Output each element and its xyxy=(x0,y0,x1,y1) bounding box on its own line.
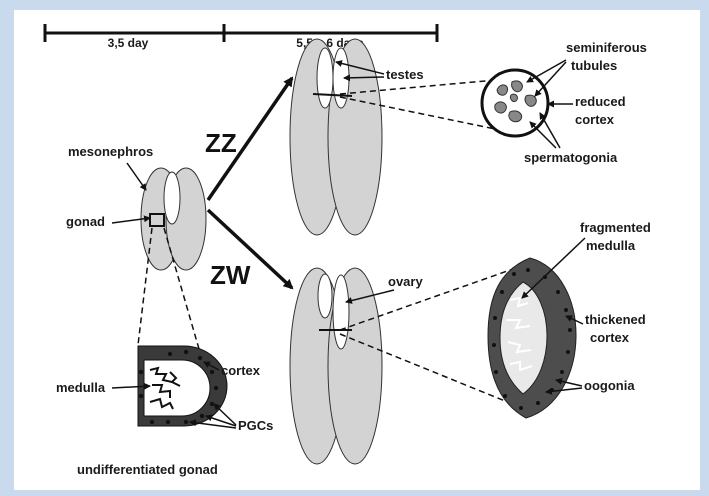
zw-ovary-gonad xyxy=(290,268,382,464)
label-fragmented-medulla: medulla xyxy=(586,238,636,253)
label-zz: ZZ xyxy=(205,128,237,158)
zz-testes-gonad xyxy=(290,39,382,235)
label-ovary: ovary xyxy=(388,274,423,289)
label-thickened: thickened xyxy=(585,312,646,327)
undifferentiated-gonad-section xyxy=(138,346,227,426)
label-cortex: cortex xyxy=(221,363,261,378)
label-reduced: reduced xyxy=(575,94,626,109)
label-zw: ZW xyxy=(210,260,251,290)
testes-cross-section xyxy=(482,70,548,136)
label-pgcs: PGCs xyxy=(238,418,273,433)
ovary-cross-section xyxy=(488,258,576,418)
label-tubules: tubules xyxy=(571,58,617,73)
label-testes: testes xyxy=(386,67,424,82)
label-mesonephros: mesonephros xyxy=(68,144,153,159)
label-medulla: medulla xyxy=(56,380,106,395)
timeline: 3,5 day 5,5 – 6 days xyxy=(45,24,437,50)
label-undifferentiated-gonad: undifferentiated gonad xyxy=(77,462,218,477)
timeline-label-period1: 3,5 day xyxy=(108,36,149,50)
label-thickened-cortex: cortex xyxy=(590,330,630,345)
label-reduced-cortex: cortex xyxy=(575,112,615,127)
label-gonad: gonad xyxy=(66,214,105,229)
label-oogonia: oogonia xyxy=(584,378,635,393)
label-seminiferous: seminiferous xyxy=(566,40,647,55)
label-fragmented: fragmented xyxy=(580,220,651,235)
label-spermatogonia: spermatogonia xyxy=(524,150,618,165)
early-gonad xyxy=(141,168,206,270)
